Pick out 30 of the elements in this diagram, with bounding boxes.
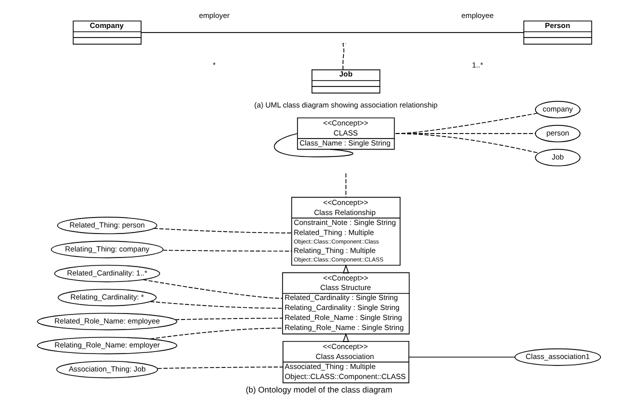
connector — [149, 328, 283, 340]
connector — [142, 279, 283, 299]
label: * — [212, 60, 216, 70]
label: (a) UML class diagram showing association relationship — [254, 100, 438, 110]
caption: (b) Ontology model of the class diagram — [245, 386, 392, 395]
label: employee — [460, 10, 494, 20]
connector — [274, 133, 353, 158]
connector — [140, 32, 524, 33]
connector — [174, 318, 283, 320]
node-ellipse: Relating_Role_Name: employer — [36, 336, 177, 354]
connector — [162, 250, 292, 252]
connector — [149, 301, 283, 309]
node-ellipse: Job — [534, 148, 580, 166]
connector — [156, 366, 283, 369]
node-ellipse: Relating_Thing: company — [50, 240, 163, 258]
node-ellipse: Related_Thing: person — [56, 216, 157, 234]
connector — [408, 356, 515, 358]
node-ellipse: Relating_Cardinality: * — [57, 288, 156, 306]
connector — [394, 133, 539, 154]
node-ellipse: Related_Cardinality: 1..* — [54, 264, 160, 282]
node-ellipse: company — [534, 100, 580, 118]
connector — [344, 172, 346, 198]
node-ellipse: Class_association1 — [514, 348, 600, 366]
label: employer — [198, 10, 230, 20]
label: 1..* — [471, 60, 483, 70]
node-ellipse: Association_Thing: Job — [56, 360, 158, 378]
node-ellipse: Related_Role_Name: employee — [36, 312, 177, 330]
connector — [152, 228, 292, 234]
node-ellipse: person — [534, 124, 580, 142]
connector — [342, 42, 346, 70]
